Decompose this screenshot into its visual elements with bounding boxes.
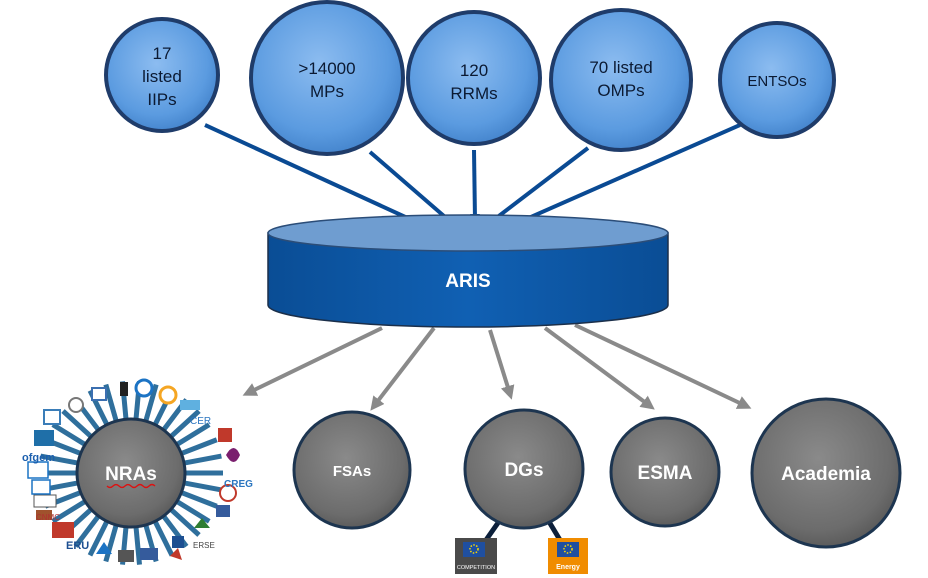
nra-spoke [51, 497, 90, 524]
arrow-mps-to-aris [368, 150, 456, 226]
dg-competition-badge: COMPETITION [455, 538, 497, 574]
eu-flag-icon [557, 542, 579, 557]
nra-spoke [179, 453, 222, 467]
fsas-label: FSAs [333, 463, 371, 480]
arrow-entsos-to-aris [504, 123, 741, 230]
svg-text:ENTSOs: ENTSOs [747, 73, 806, 90]
arrow-aris-to-nras [242, 326, 383, 396]
logo-eru: ERU [66, 540, 89, 552]
target-dgs: DGs COMPETITION Energy [455, 408, 588, 574]
nra-spoke [166, 504, 201, 537]
arrow-aris-to-esma [543, 326, 655, 410]
target-fsas: FSAs [292, 410, 412, 530]
logo-cer: CER [190, 416, 211, 427]
source-mps-line-2: MPs [310, 82, 344, 101]
dgs-label: DGs [504, 460, 543, 481]
nra-spoke [103, 383, 120, 426]
target-esma: ESMA [609, 416, 721, 528]
energy-label: Energy [556, 564, 580, 571]
aris-database: ARIS [267, 214, 669, 328]
dg-energy-badge: Energy [548, 538, 588, 574]
nra-spoke [87, 516, 111, 557]
arrow-omps-to-aris [487, 146, 590, 225]
source-iips-line-1: 17 [153, 44, 172, 63]
source-rrms-line-1: 120 [460, 61, 488, 80]
nra-spoke [166, 409, 201, 442]
nra-spoke [73, 511, 103, 548]
nra-spoke [133, 522, 142, 565]
nras-cluster: ofgem ERU CREG CER ERSE CNMC NRAs [22, 378, 253, 565]
nra-spoke [172, 422, 211, 449]
target-academia: Academia [750, 397, 902, 549]
nras-label: NRAs [105, 464, 157, 485]
spellcheck-underline [106, 483, 156, 489]
arrow-aris-to-academia [574, 323, 752, 409]
nra-spoke [103, 520, 120, 563]
arrow-iips-to-aris [204, 123, 429, 229]
source-entsos-line-1: ENTSOs [747, 73, 806, 90]
source-iips-line-2: listed [142, 67, 182, 86]
logo-creg: CREG [224, 479, 253, 490]
arrow-aris-to-fsas [370, 326, 436, 411]
nra-spoke [40, 453, 83, 467]
nra-spoke [151, 516, 175, 557]
nra-spoke [172, 497, 211, 524]
source-entsos: ENTSOs [718, 21, 836, 139]
nra-spoke [51, 422, 90, 449]
nra-spoke [176, 488, 218, 509]
source-iips-line-3: IIPs [147, 90, 176, 109]
nra-spoke [61, 409, 96, 442]
logo-erse: ERSE [193, 541, 215, 550]
eu-flag-icon [463, 542, 485, 557]
logo-cnmc: CNMC [36, 513, 60, 522]
source-omps-line-2: OMPs [597, 81, 644, 100]
aris-label: ARIS [445, 271, 490, 292]
nra-spoke [142, 383, 159, 426]
arrow-aris-to-dgs [488, 329, 515, 400]
logo-ofgem: ofgem [22, 452, 55, 464]
nra-logo-badges: ofgem ERU CREG CER ERSE CNMC [22, 378, 253, 562]
nra-spoke [176, 437, 218, 458]
source-mps-line-1: >14000 [298, 59, 355, 78]
source-arrows [204, 123, 741, 230]
competition-label: COMPETITION [457, 565, 495, 571]
academia-label: Academia [781, 464, 871, 485]
target-arrows [242, 323, 752, 411]
nra-spoke [179, 479, 222, 493]
arrow-rrms-to-aris [469, 149, 480, 224]
esma-label: ESMA [638, 463, 693, 484]
source-rrms-line-2: RRMs [450, 84, 497, 103]
source-omps-line-1: 70 listed [589, 58, 652, 77]
